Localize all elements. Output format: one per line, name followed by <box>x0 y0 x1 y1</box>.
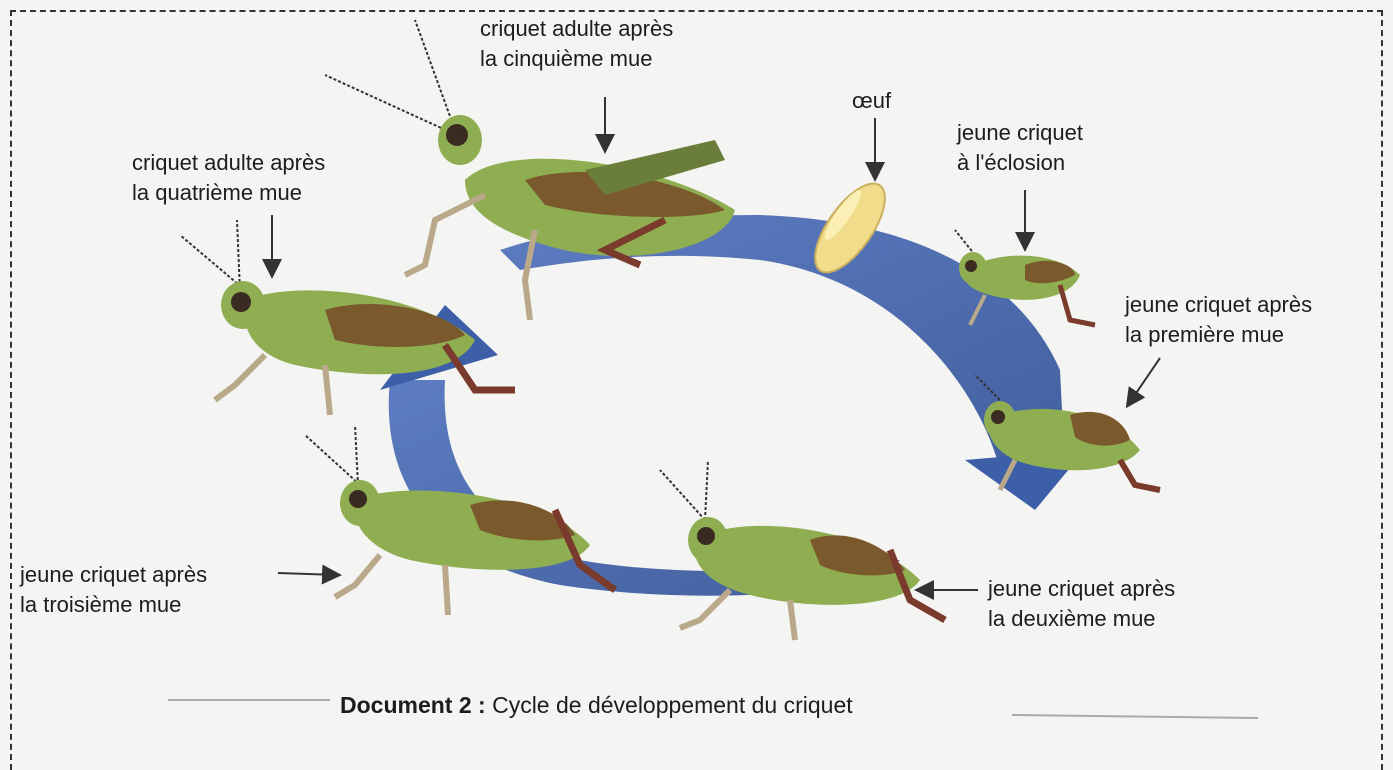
grasshopper-adult-4 <box>180 220 515 415</box>
caption-label: Document 2 : <box>340 692 486 718</box>
label-adult-4: criquet adulte après la quatrième mue <box>132 148 325 208</box>
label-moult-2-line2: la deuxième mue <box>988 604 1175 634</box>
life-cycle-diagram <box>0 0 1393 740</box>
label-adult-5: criquet adulte après la cinquième mue <box>480 14 673 74</box>
label-adult-5-line1: criquet adulte après <box>480 14 673 44</box>
label-hatch: jeune criquet à l'éclosion <box>957 118 1083 178</box>
label-moult-3-line1: jeune criquet après <box>20 560 207 590</box>
label-egg-line1: œuf <box>852 86 891 116</box>
label-moult-2-line1: jeune criquet après <box>988 574 1175 604</box>
label-moult-1: jeune criquet après la première mue <box>1125 290 1312 350</box>
arrow-moult1 <box>1128 358 1160 405</box>
caption-text: Cycle de développement du criquet <box>492 692 853 718</box>
caption-rule-right <box>1012 715 1258 718</box>
label-moult-1-line1: jeune criquet après <box>1125 290 1312 320</box>
arrow-moult3 <box>278 573 338 575</box>
grasshopper-moult-3 <box>305 425 615 615</box>
label-hatch-line2: à l'éclosion <box>957 148 1083 178</box>
label-moult-3: jeune criquet après la troisième mue <box>20 560 207 620</box>
label-moult-1-line2: la première mue <box>1125 320 1312 350</box>
label-adult-4-line2: la quatrième mue <box>132 178 325 208</box>
label-hatch-line1: jeune criquet <box>957 118 1083 148</box>
label-moult-2: jeune criquet après la deuxième mue <box>988 574 1175 634</box>
label-moult-3-line2: la troisième mue <box>20 590 207 620</box>
label-egg: œuf <box>852 86 891 116</box>
figure-caption: Document 2 : Cycle de développement du c… <box>340 692 853 719</box>
label-adult-5-line2: la cinquième mue <box>480 44 673 74</box>
grasshopper-moult-2 <box>660 460 945 640</box>
label-adult-4-line1: criquet adulte après <box>132 148 325 178</box>
